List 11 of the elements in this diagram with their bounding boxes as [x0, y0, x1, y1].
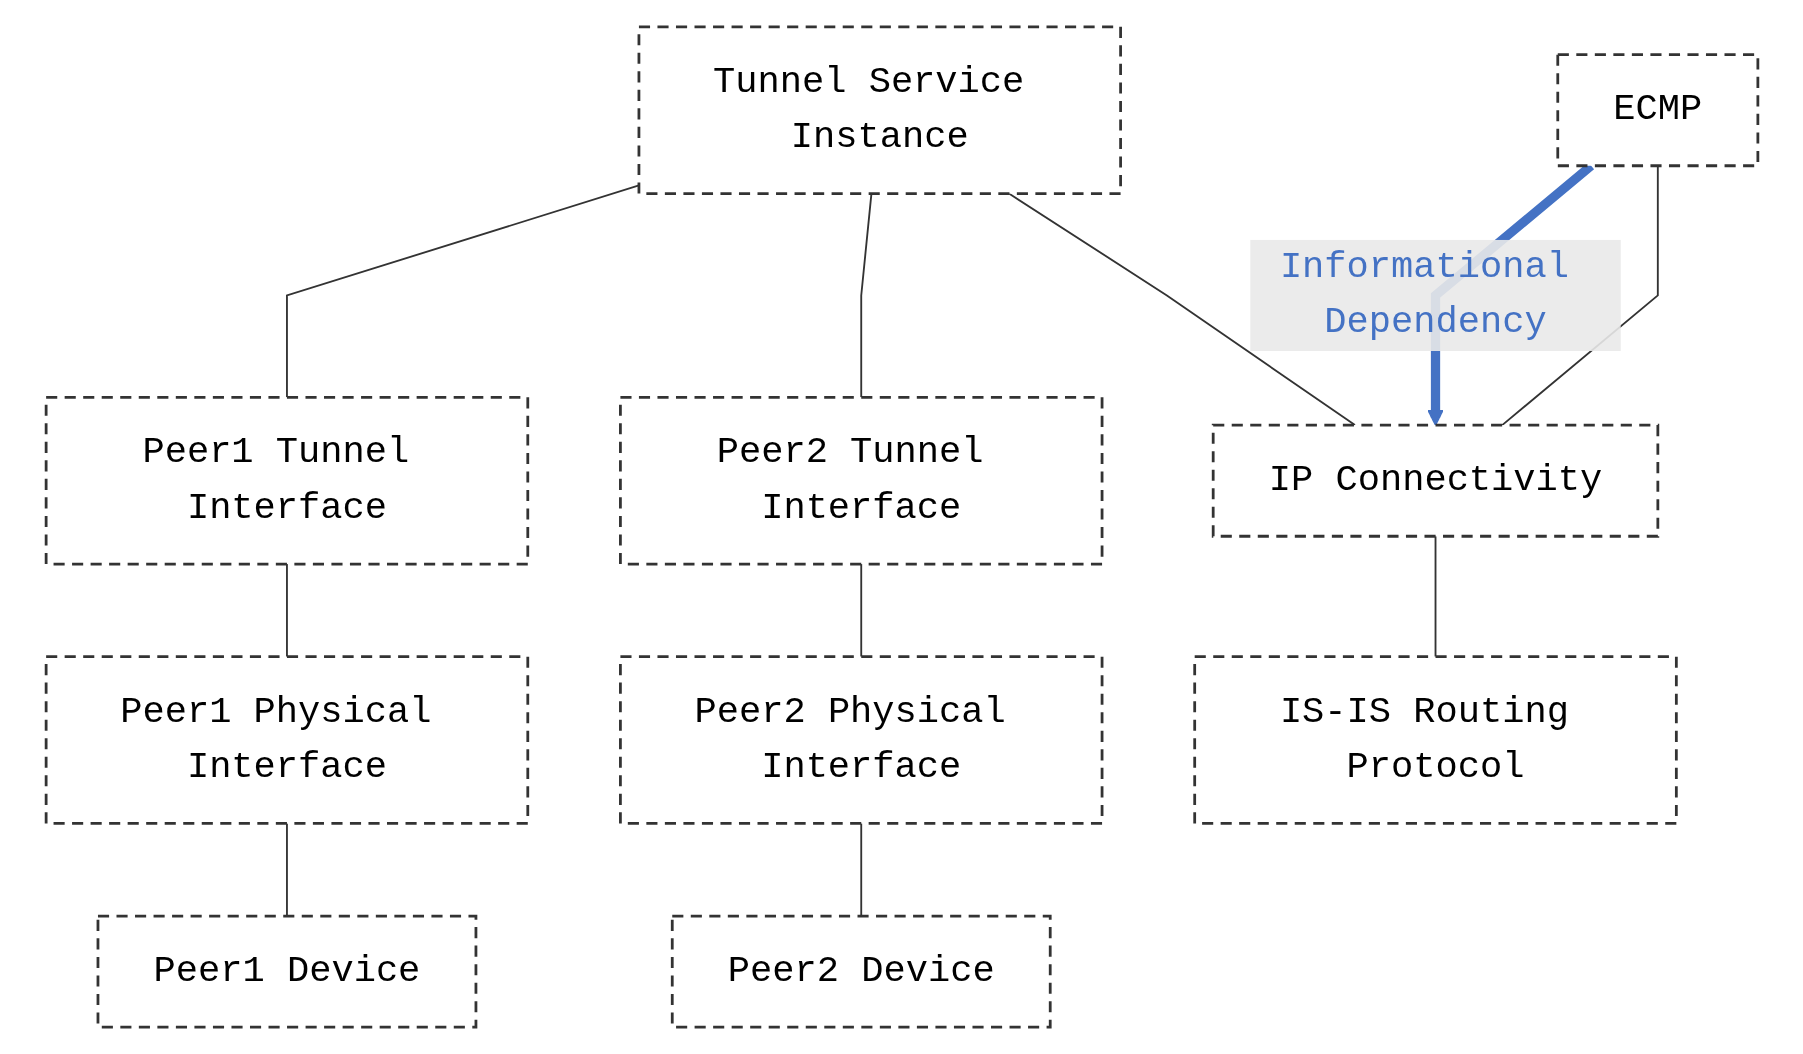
node-box: Peer2 Physical Interface: [618, 655, 1103, 825]
node-box: Peer1 Device: [96, 914, 477, 1029]
node-box: Peer2 Device: [670, 914, 1052, 1029]
node-box: Peer1 Tunnel Interface: [44, 395, 529, 566]
node-box: Peer1 Physical Interface: [44, 655, 529, 825]
node-box: ECMP: [1555, 53, 1759, 168]
edge-label: Informational Dependency: [1279, 245, 1569, 344]
node-box: Peer2 Tunnel Interface: [618, 395, 1103, 566]
node-box: Tunnel Service Instance: [637, 25, 1122, 195]
node-box: IP Connectivity: [1211, 423, 1659, 538]
node-box: IS-IS Routing Protocol: [1192, 655, 1678, 825]
